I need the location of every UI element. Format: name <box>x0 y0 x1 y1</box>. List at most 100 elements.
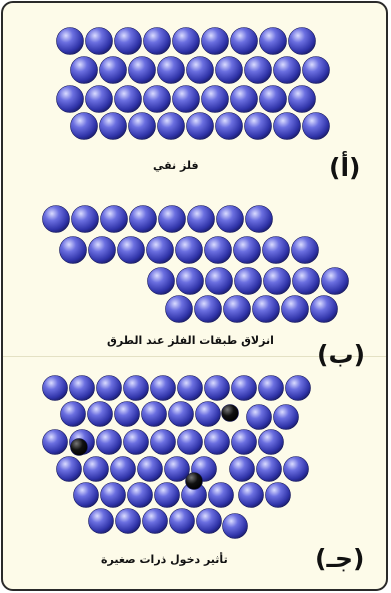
metal-atom <box>128 56 156 84</box>
metal-atom <box>129 205 157 233</box>
metal-atom <box>114 401 140 427</box>
metal-atom <box>238 482 264 508</box>
metal-atom <box>273 112 301 140</box>
metal-atom <box>245 205 273 233</box>
metal-atom <box>310 295 338 323</box>
metal-atom <box>83 456 109 482</box>
metal-atom <box>215 112 243 140</box>
metal-atom <box>56 27 84 55</box>
metal-atom <box>231 375 257 401</box>
metal-atom <box>262 236 290 264</box>
metal-atom <box>176 267 204 295</box>
metal-atom <box>70 56 98 84</box>
metal-atom <box>256 456 282 482</box>
metal-atom <box>150 429 176 455</box>
metal-atom <box>147 267 175 295</box>
metal-atom <box>288 27 316 55</box>
metal-atom <box>100 482 126 508</box>
metal-atom <box>110 456 136 482</box>
metal-atom <box>233 236 261 264</box>
metal-atom <box>42 205 70 233</box>
metal-atom <box>154 482 180 508</box>
metal-atom <box>230 27 258 55</box>
metal-atom <box>273 56 301 84</box>
metal-atom <box>137 456 163 482</box>
metal-atom <box>143 27 171 55</box>
metal-atom <box>302 56 330 84</box>
metal-atom <box>187 205 215 233</box>
metal-atom <box>99 112 127 140</box>
metal-atom <box>128 112 156 140</box>
metal-atom <box>88 236 116 264</box>
metal-atom <box>85 27 113 55</box>
metal-atom <box>56 456 82 482</box>
metal-atom <box>195 401 221 427</box>
metal-atom <box>169 508 195 534</box>
metal-atom <box>172 85 200 113</box>
metal-atom <box>258 429 284 455</box>
metal-atom <box>88 508 114 534</box>
metal-atom <box>73 482 99 508</box>
slipped-layers-lattice <box>42 205 349 323</box>
metal-atom <box>223 295 251 323</box>
metal-atom <box>123 375 149 401</box>
metal-atom <box>115 508 141 534</box>
metal-atom <box>204 375 230 401</box>
metal-atom <box>196 508 222 534</box>
metal-atom <box>172 27 200 55</box>
small-atom <box>221 404 239 422</box>
metal-atom <box>273 404 299 430</box>
metal-atom <box>246 404 272 430</box>
metal-atom <box>229 456 255 482</box>
metal-atom <box>114 27 142 55</box>
metal-atom <box>157 56 185 84</box>
small-atom <box>185 472 203 490</box>
alloy-lattice <box>42 375 311 539</box>
metal-atom <box>146 236 174 264</box>
metal-atom <box>143 85 171 113</box>
caption-pure-metal: فلز نقي <box>153 159 199 172</box>
metal-atom <box>230 85 258 113</box>
metal-atom <box>168 401 194 427</box>
metal-atom <box>96 375 122 401</box>
metal-atom <box>288 85 316 113</box>
metal-atom <box>258 375 284 401</box>
metal-atom <box>117 236 145 264</box>
metal-atom <box>59 236 87 264</box>
metal-atom <box>142 508 168 534</box>
metal-atom <box>205 267 233 295</box>
metal-atom <box>56 85 84 113</box>
metal-atom <box>194 295 222 323</box>
metal-atom <box>69 375 95 401</box>
metal-atom <box>263 267 291 295</box>
panel-label-a: (أ) <box>329 153 361 182</box>
metal-atom <box>285 375 311 401</box>
metal-atom <box>186 56 214 84</box>
panel-label-b: (ب) <box>317 340 365 369</box>
metal-atom <box>99 56 127 84</box>
caption-small-atoms: تأثير دخول ذرات صغيرة <box>101 553 228 566</box>
metal-atom <box>234 267 262 295</box>
metal-atom <box>177 375 203 401</box>
metal-atom <box>259 27 287 55</box>
small-atoms <box>70 404 239 490</box>
metal-atom <box>96 429 122 455</box>
metal-atom <box>215 56 243 84</box>
metal-atom <box>216 205 244 233</box>
metal-atom <box>85 85 113 113</box>
metal-atom <box>259 85 287 113</box>
metal-atom <box>100 205 128 233</box>
metal-atom <box>127 482 153 508</box>
panel-label-c: (جـ) <box>315 544 365 573</box>
metal-atom <box>252 295 280 323</box>
pure-metal-lattice <box>56 27 330 140</box>
metal-atom <box>164 456 190 482</box>
metal-atom <box>244 56 272 84</box>
metal-atom <box>175 236 203 264</box>
metal-atom <box>60 401 86 427</box>
metal-atom <box>231 429 257 455</box>
metal-atom <box>201 27 229 55</box>
metal-atom <box>291 236 319 264</box>
metal-atom <box>292 267 320 295</box>
